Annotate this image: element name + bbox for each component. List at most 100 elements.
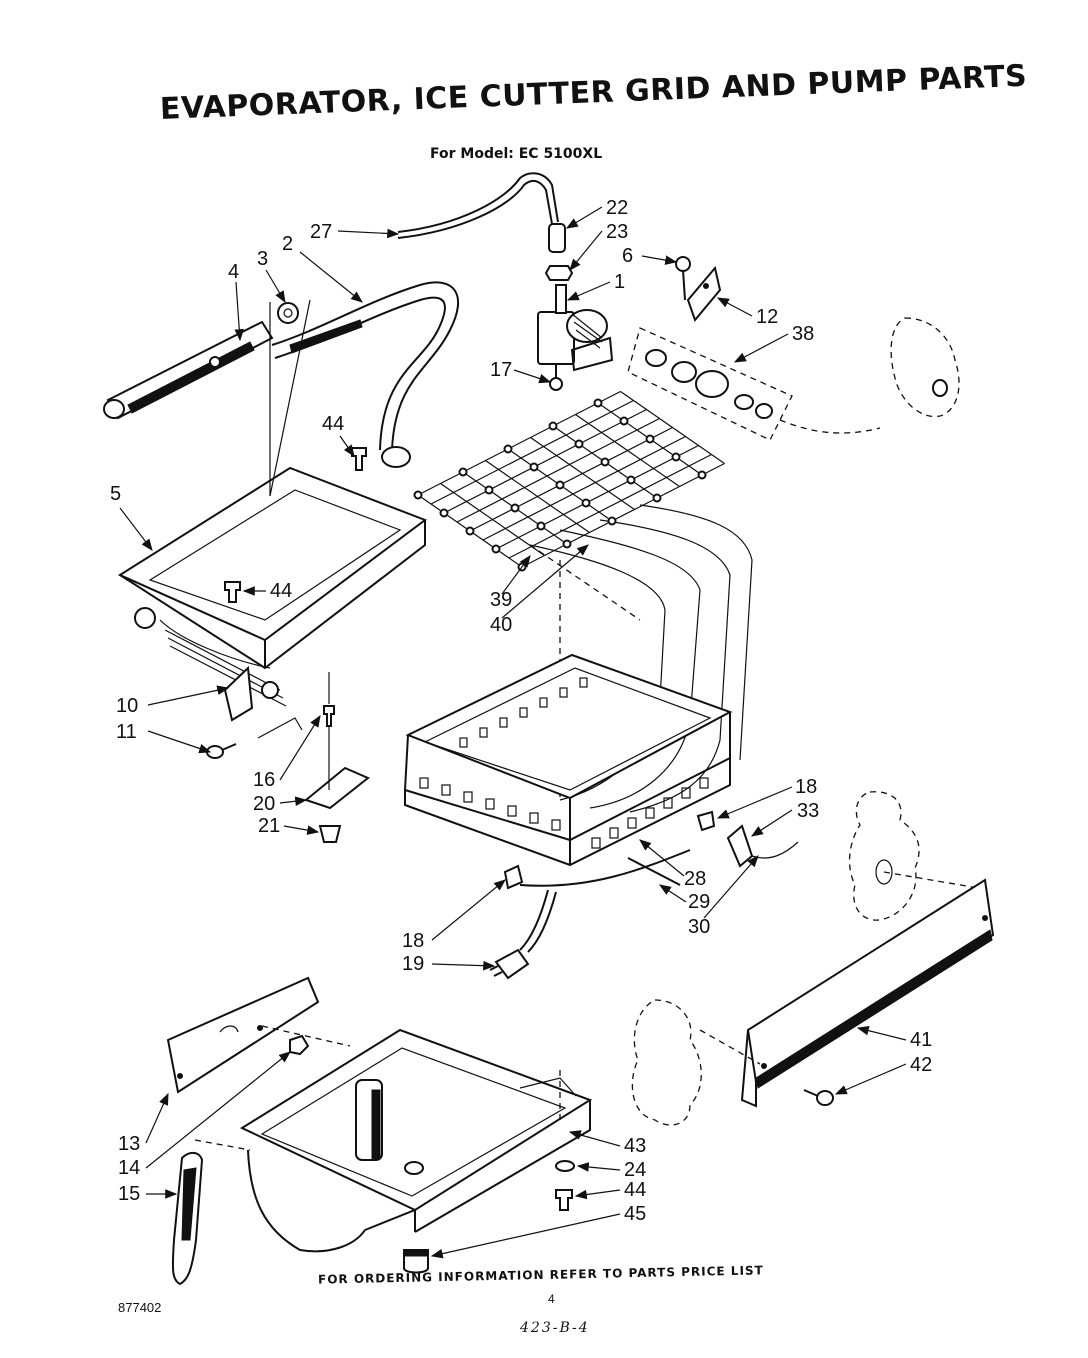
frame-slot	[539, 697, 548, 708]
part-20-bracket	[303, 726, 370, 810]
model-subtitle: For Model: EC 5100XL	[430, 146, 603, 162]
grid-wire	[443, 408, 647, 514]
leader-line	[716, 786, 793, 819]
leader-line	[565, 206, 603, 229]
leader-line	[430, 1213, 621, 1259]
leader-line	[576, 1162, 621, 1172]
callout-16: 16	[253, 769, 275, 791]
callout-4: 4	[228, 261, 239, 283]
callout-24: 24	[624, 1159, 646, 1181]
callout-12: 12	[756, 306, 778, 328]
callout-3: 3	[257, 248, 268, 270]
callout-45: 45	[624, 1203, 646, 1225]
part-44-screw-bottom	[555, 1189, 573, 1211]
grid-node	[671, 452, 681, 462]
callout-41: 41	[910, 1029, 932, 1051]
grid-node	[697, 470, 707, 480]
leader-line	[569, 230, 603, 271]
part-13-bracket	[166, 976, 320, 1094]
callout-39: 39	[490, 589, 512, 611]
leader-line	[339, 435, 355, 457]
grid-wire	[456, 417, 660, 523]
callout-5: 5	[110, 483, 121, 505]
callout-11: 11	[116, 721, 137, 743]
part-44-screw-left	[224, 581, 241, 603]
grid-node	[574, 439, 584, 449]
part-44-screw-top	[351, 447, 367, 471]
callout-2: 2	[282, 233, 293, 255]
leader-line	[513, 369, 552, 384]
part-45-foot	[403, 1249, 429, 1274]
leader-lines	[119, 206, 907, 1259]
grid-wire	[495, 444, 699, 550]
grid-wire	[430, 399, 634, 505]
leader-line	[119, 507, 153, 551]
leader-line	[641, 255, 678, 265]
leader-line	[147, 685, 230, 706]
part-42-screw	[803, 1089, 834, 1106]
frame-slot	[463, 791, 473, 803]
callout-44-left: 44	[270, 580, 292, 602]
document-number: 877402	[118, 1300, 162, 1315]
callout-20: 20	[253, 793, 275, 815]
callout-30: 30	[688, 916, 710, 938]
leader-line	[299, 251, 363, 303]
leader-line	[834, 1063, 907, 1095]
callout-17: 17	[490, 359, 512, 381]
leader-line	[283, 825, 320, 835]
leader-line	[501, 555, 531, 595]
leader-line	[265, 269, 286, 304]
part-43-reservoir-pan	[239, 1028, 593, 1253]
callout-19: 19	[402, 953, 424, 975]
frame-slot	[699, 777, 709, 789]
grid-node	[536, 521, 546, 531]
leader-line	[431, 879, 506, 941]
part-18-clip-left	[503, 864, 524, 890]
grid-node	[548, 421, 558, 431]
leader-line	[234, 281, 245, 342]
part-4-tube	[103, 320, 274, 420]
leader-line	[147, 730, 212, 754]
leader-line	[750, 809, 793, 837]
leader-line	[733, 333, 789, 363]
grid-node	[593, 398, 603, 408]
frame-slot	[419, 777, 429, 789]
part-23-nut	[544, 265, 574, 281]
grid-node	[413, 490, 423, 500]
part-2-drain-hose	[271, 281, 460, 468]
leader-line	[279, 796, 308, 807]
grid-node	[619, 416, 629, 426]
leader-line	[568, 1130, 621, 1147]
callout-1: 1	[614, 271, 625, 293]
part-17-screw	[549, 377, 563, 391]
frame-slots	[419, 677, 709, 849]
grid-node	[626, 475, 636, 485]
leader-line	[566, 281, 611, 301]
leader-line	[337, 228, 400, 239]
grid-node	[581, 498, 591, 508]
grid-node	[503, 444, 513, 454]
callout-27: 27	[310, 221, 332, 243]
leader-line	[145, 1051, 291, 1169]
callout-22: 22	[606, 197, 628, 219]
grid-wire	[417, 390, 621, 496]
grid-node	[562, 539, 572, 549]
part-33-bracket	[726, 824, 799, 868]
grid-wire	[482, 435, 686, 541]
leader-line	[639, 839, 685, 877]
grid-node	[510, 503, 520, 513]
grid-node	[491, 544, 501, 554]
grid-node	[600, 457, 610, 467]
part-11-screw	[206, 743, 237, 759]
part-3-grommet	[277, 302, 299, 324]
grid-node	[645, 434, 655, 444]
leader-line	[145, 1092, 169, 1144]
callout-44-bottom: 44	[624, 1179, 646, 1201]
leader-line	[574, 1189, 621, 1200]
frame-slot	[551, 819, 561, 831]
frame-slot	[627, 817, 637, 829]
callout-40: 40	[490, 614, 512, 636]
part-10-bracket	[223, 665, 303, 739]
callout-28: 28	[684, 868, 706, 890]
leader-line	[703, 855, 759, 919]
